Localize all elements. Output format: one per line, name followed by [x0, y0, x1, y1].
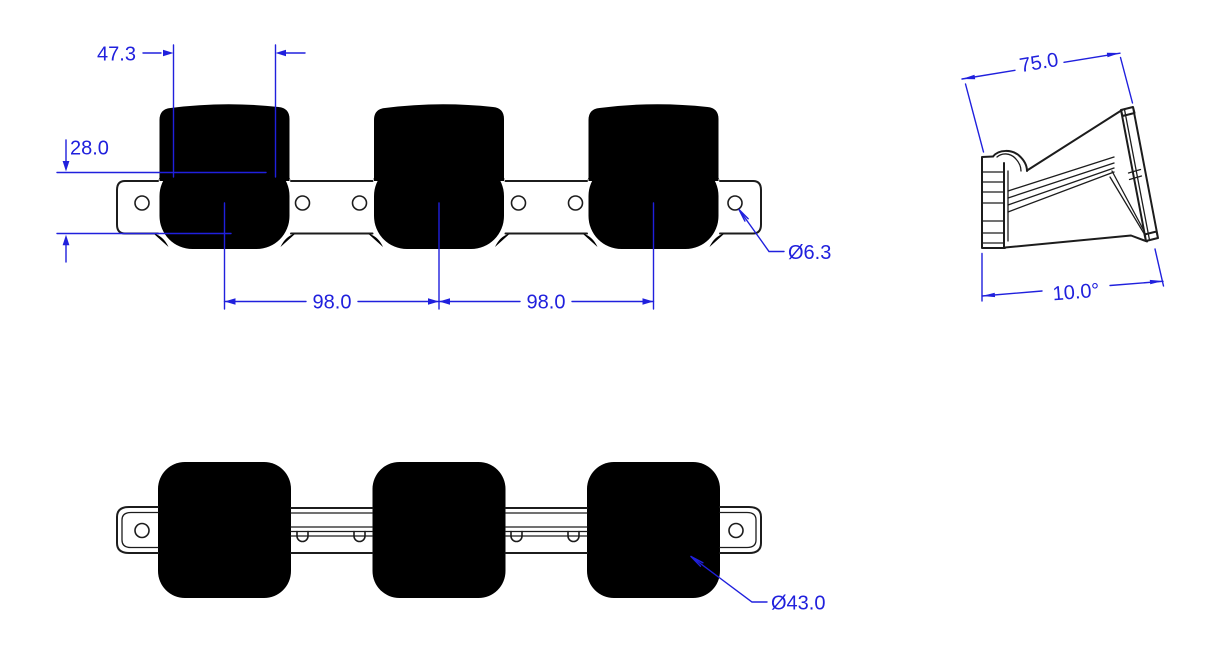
tab-hole — [134, 522, 150, 539]
leader-line — [738, 208, 785, 253]
arrowhead — [962, 74, 976, 80]
arrowhead — [428, 298, 439, 305]
plate-bolt-hole — [351, 195, 368, 211]
plate-bolt-hole — [727, 195, 743, 211]
dimension-label-47-3: 47.3 — [97, 44, 136, 66]
plate-bolt-hole — [567, 195, 584, 211]
top-view-geometry — [116, 462, 762, 598]
top-flange-module-2 — [372, 462, 506, 598]
dimension-label-28-0: 28.0 — [70, 138, 109, 160]
leader-line — [690, 555, 768, 603]
top-view: Ø43.0 — [116, 462, 825, 615]
arrowhead — [1106, 52, 1120, 58]
tab-hole — [728, 522, 744, 539]
side-flange-strip — [981, 155, 1006, 249]
arrowhead — [224, 298, 236, 305]
arrowhead — [62, 234, 70, 246]
extension-line — [1119, 56, 1134, 104]
front-view-geometry — [116, 100, 762, 249]
arrowhead — [62, 161, 70, 172]
arrowhead — [1149, 279, 1163, 285]
plate-bolt-hole — [510, 195, 527, 211]
side-bottom-outline — [1004, 234, 1148, 249]
side-top-outline — [1026, 109, 1123, 172]
dimension-label-98-0-left: 98.0 — [313, 292, 352, 314]
top-view-dimensions: Ø43.0 — [690, 555, 825, 615]
side-tilted-flange — [1120, 106, 1159, 242]
right-tab — [719, 506, 762, 554]
side-view-geometry — [981, 106, 1159, 249]
dimension-label-port-diameter: Ø43.0 — [771, 593, 825, 615]
front-view: 47.3 28.0 98.0 98.0 — [56, 44, 831, 314]
arrowhead — [275, 49, 286, 57]
plate-bolt-hole — [294, 195, 311, 211]
left-tab — [116, 506, 159, 554]
arrowhead — [642, 298, 654, 305]
top-flange-module-3 — [587, 462, 720, 598]
dimension-label-10-0-deg: 10.0° — [1052, 280, 1101, 306]
side-view-dimensions: 75.0 10.0° — [961, 49, 1165, 306]
arrowhead — [439, 298, 450, 305]
dimension-label-75-0: 75.0 — [1018, 49, 1060, 77]
dimension-label-bolt-hole-diameter: Ø6.3 — [788, 242, 831, 264]
side-port-scallop — [992, 149, 1028, 172]
rail-left — [290, 507, 374, 554]
runner-bump — [296, 530, 580, 543]
arrowhead — [163, 49, 174, 57]
dimension-label-98-0-right: 98.0 — [527, 292, 566, 314]
front-view-dimensions: 47.3 28.0 98.0 98.0 — [56, 44, 831, 314]
extension-line — [1154, 248, 1165, 287]
rail-right — [504, 507, 588, 554]
arrowhead — [982, 292, 996, 298]
side-view: 75.0 10.0° — [961, 49, 1165, 306]
extension-line — [964, 83, 985, 153]
top-flange-module-1 — [158, 462, 291, 598]
plate-bolt-hole — [134, 195, 150, 211]
